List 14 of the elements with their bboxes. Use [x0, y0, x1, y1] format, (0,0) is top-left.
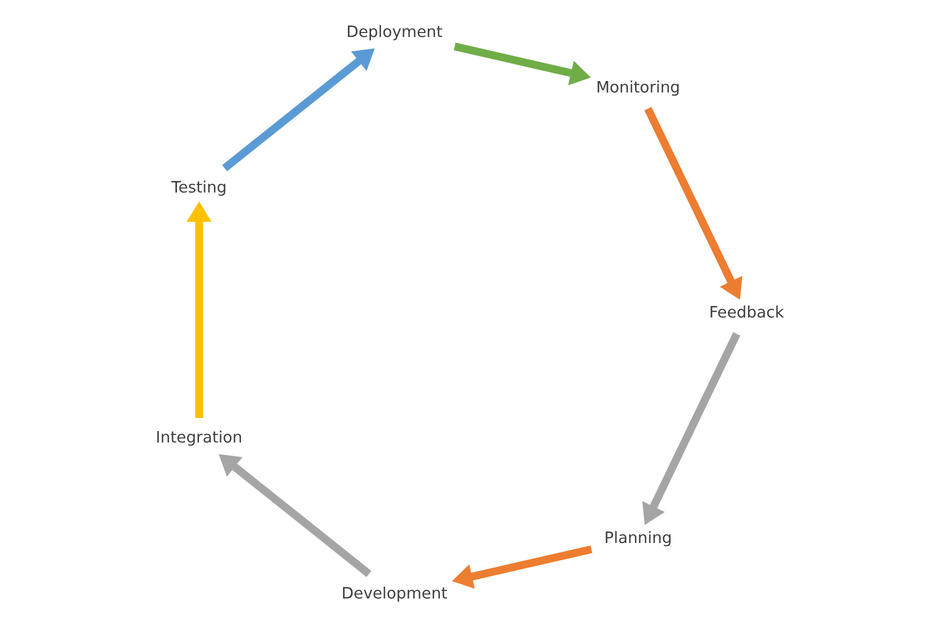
arrow: [186, 201, 212, 418]
node-text: Feedback: [709, 302, 784, 322]
node-text: Integration: [156, 428, 242, 447]
node-text: Testing: [171, 178, 227, 197]
node-text: Monitoring: [596, 77, 680, 96]
node-text: Planning: [604, 528, 672, 547]
node-text: Development: [342, 583, 448, 602]
arrow: [452, 545, 592, 589]
arrow: [642, 332, 740, 525]
arrow: [218, 454, 372, 577]
node-text: Deployment: [346, 22, 443, 41]
arrow: [644, 107, 742, 300]
arrow: [222, 48, 375, 172]
arrow: [454, 42, 591, 86]
